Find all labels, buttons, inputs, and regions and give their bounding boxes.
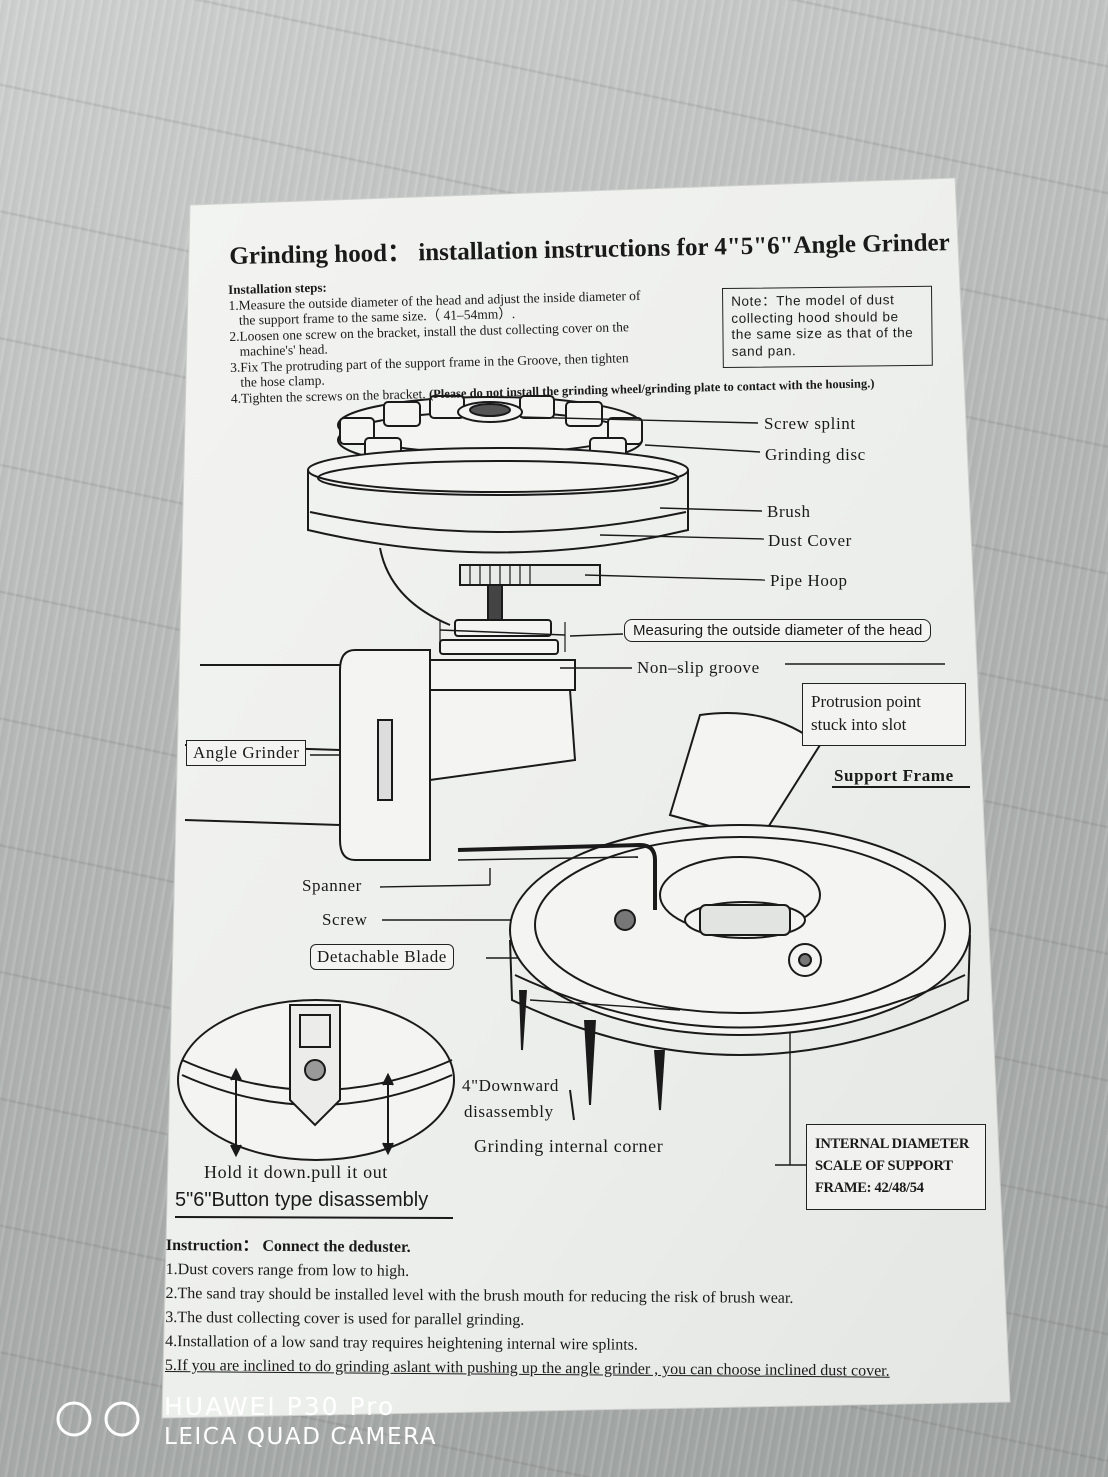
dust-cover-drawing bbox=[457, 712, 971, 1111]
label-spanner: Spanner bbox=[302, 876, 362, 895]
label-protrusion-point: Protrusion point stuck into slot bbox=[802, 683, 966, 746]
instruction-section: Instruction： Connect the deduster. 1.Dus… bbox=[165, 1234, 891, 1384]
label-internal-diameter: INTERNAL DIAMETER SCALE OF SUPPORT FRAME… bbox=[806, 1124, 986, 1210]
label-disassembly: disassembly bbox=[464, 1102, 554, 1121]
label-measuring-diameter: Measuring the outside diameter of the he… bbox=[624, 619, 932, 642]
label-grinding-internal-corner: Grinding internal corner bbox=[474, 1136, 664, 1156]
camera-logo-icon bbox=[56, 1401, 140, 1437]
leader-lines bbox=[310, 416, 945, 1166]
label-grinding-disc: Grinding disc bbox=[765, 445, 866, 464]
label-button-type: 5"6"Button type disassembly bbox=[175, 1189, 429, 1211]
button-detail-drawing bbox=[177, 999, 575, 1161]
label-detachable-blade: Detachable Blade bbox=[310, 944, 454, 970]
button-type-underline bbox=[174, 1216, 454, 1219]
label-hold-down: Hold it down.pull it out bbox=[204, 1162, 388, 1182]
label-brush: Brush bbox=[767, 502, 811, 521]
label-screw-splint: Screw splint bbox=[764, 414, 856, 433]
grinding-disc-drawing bbox=[184, 395, 689, 861]
label-non-slip-groove: Non–slip groove bbox=[637, 658, 760, 677]
label-dust-cover: Dust Cover bbox=[768, 531, 852, 550]
label-support-frame: Support Frame bbox=[834, 766, 954, 785]
camera-model-text: HUAWEI P30 Pro bbox=[164, 1392, 396, 1421]
label-downward: 4"Downward bbox=[462, 1076, 559, 1095]
note-box: Note：The model of dust collecting hood s… bbox=[722, 285, 933, 368]
label-pipe-hoop: Pipe Hoop bbox=[770, 571, 848, 590]
label-angle-grinder: Angle Grinder bbox=[186, 740, 307, 766]
label-screw: Screw bbox=[322, 910, 368, 929]
camera-lens-text: LEICA QUAD CAMERA bbox=[164, 1424, 438, 1450]
